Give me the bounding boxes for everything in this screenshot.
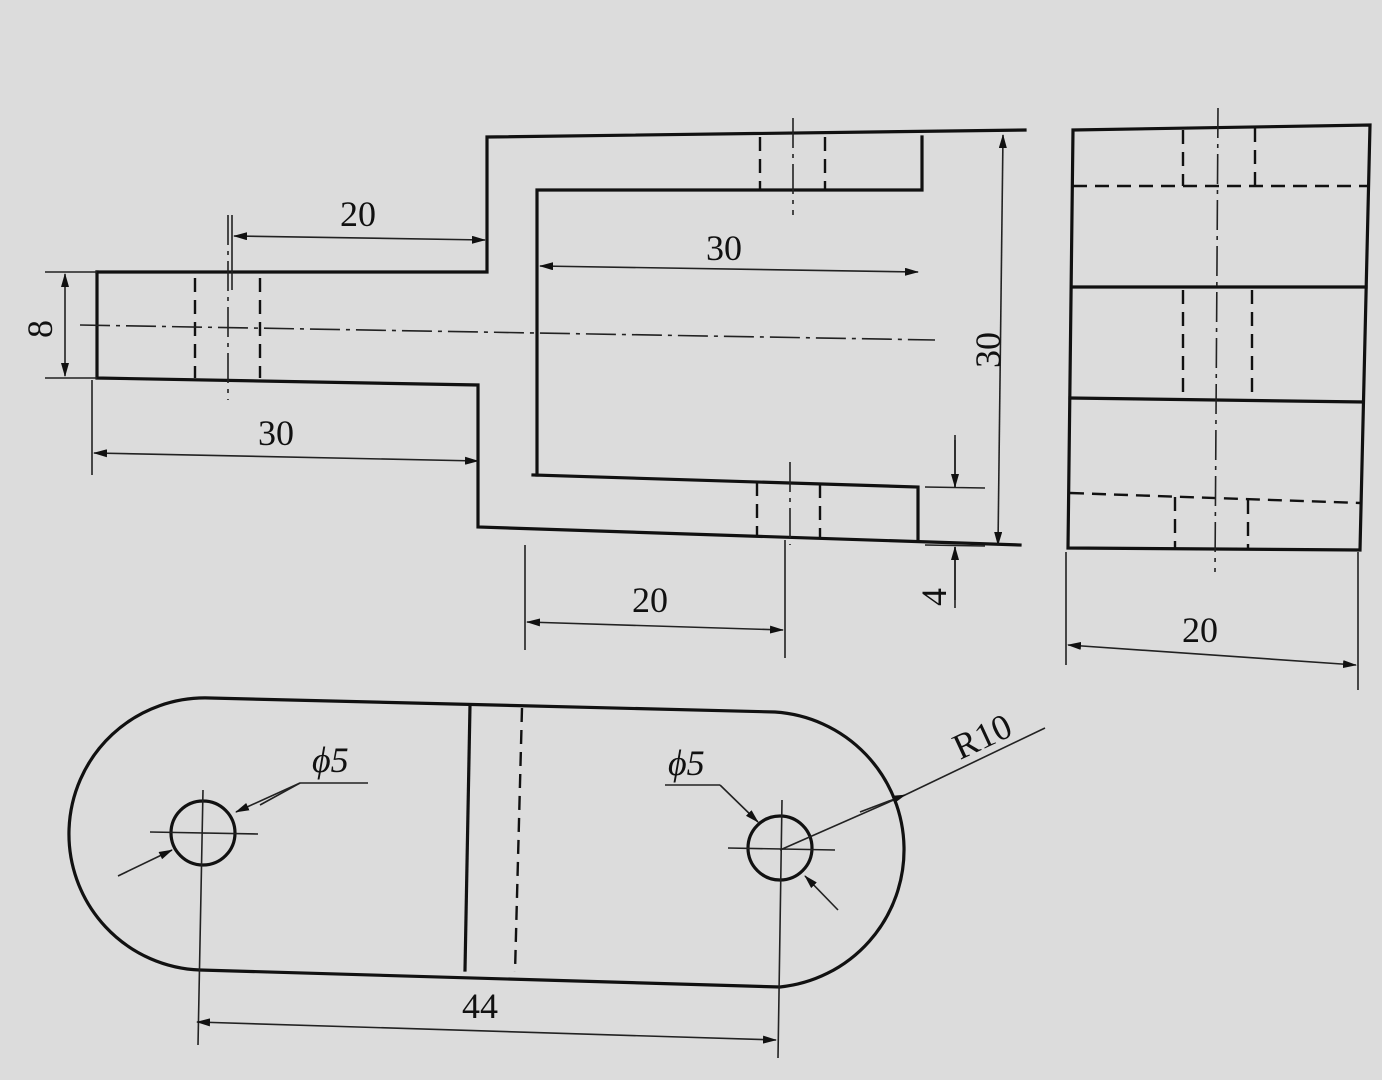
dim-line-44 bbox=[196, 1018, 777, 1044]
dim-8: 8 bbox=[20, 320, 60, 338]
dim-phi5-right: ϕ5 bbox=[668, 743, 705, 783]
dim-line-20-hole bbox=[526, 618, 784, 634]
dim-phi5-left: ϕ5 bbox=[312, 740, 349, 780]
dim-30-inner: 30 bbox=[706, 228, 742, 268]
top-view: ϕ5 ϕ5 R10 44 bbox=[67, 696, 1046, 1059]
dim-line-20-width bbox=[1067, 641, 1357, 669]
dim-4: 4 bbox=[914, 588, 954, 606]
dim-44: 44 bbox=[462, 986, 498, 1026]
dim-line-30-tab bbox=[93, 449, 479, 465]
dim-line-30-height bbox=[994, 134, 1007, 546]
dim-20-hole: 20 bbox=[632, 580, 668, 620]
dim-line-30-inner bbox=[539, 262, 919, 276]
dim-30-tab: 30 bbox=[258, 413, 294, 453]
dim-20-upper: 20 bbox=[340, 194, 376, 234]
dim-20-width: 20 bbox=[1182, 610, 1218, 650]
side-view: 20 bbox=[1065, 107, 1372, 690]
dim-r10: R10 bbox=[946, 706, 1017, 768]
dim-30-height: 30 bbox=[968, 332, 1008, 368]
dim-line-20-upper bbox=[233, 232, 486, 244]
front-view: 20 30 8 30 30 20 4 bbox=[20, 118, 1027, 658]
